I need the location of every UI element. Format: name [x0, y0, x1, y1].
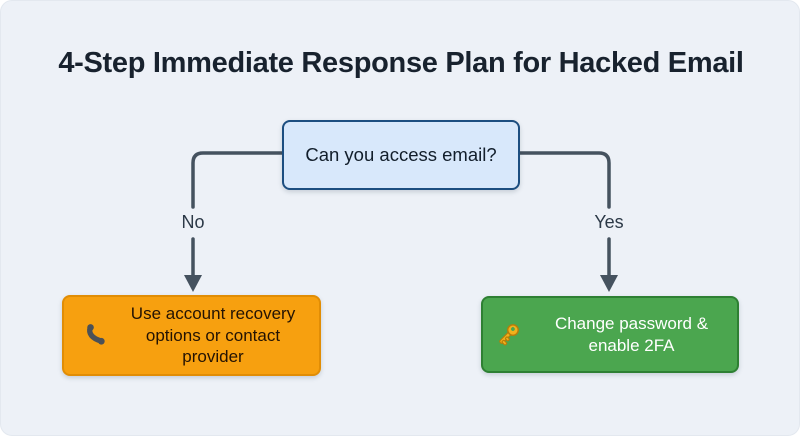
action-text-yes: Change password & enable 2FA	[554, 314, 709, 355]
action-text-no: Use account recovery options or contact …	[130, 304, 296, 367]
branch-label-yes: Yes	[594, 212, 624, 232]
phone-icon	[81, 321, 111, 351]
branch-label-no: No	[181, 212, 205, 232]
connector-line-no	[191, 151, 284, 209]
page-title: 4-Step Immediate Response Plan for Hacke…	[58, 47, 744, 79]
arrowhead-no	[184, 275, 202, 292]
action-node-no: Use account recovery options or contact …	[62, 295, 321, 376]
decision-node: Can you access email?	[282, 120, 520, 190]
key-icon	[493, 320, 523, 350]
connector-line-yes	[518, 151, 611, 209]
decision-question: Can you access email?	[305, 144, 497, 165]
arrowhead-yes	[600, 275, 618, 292]
action-node-yes: Change password & enable 2FA	[481, 296, 739, 373]
